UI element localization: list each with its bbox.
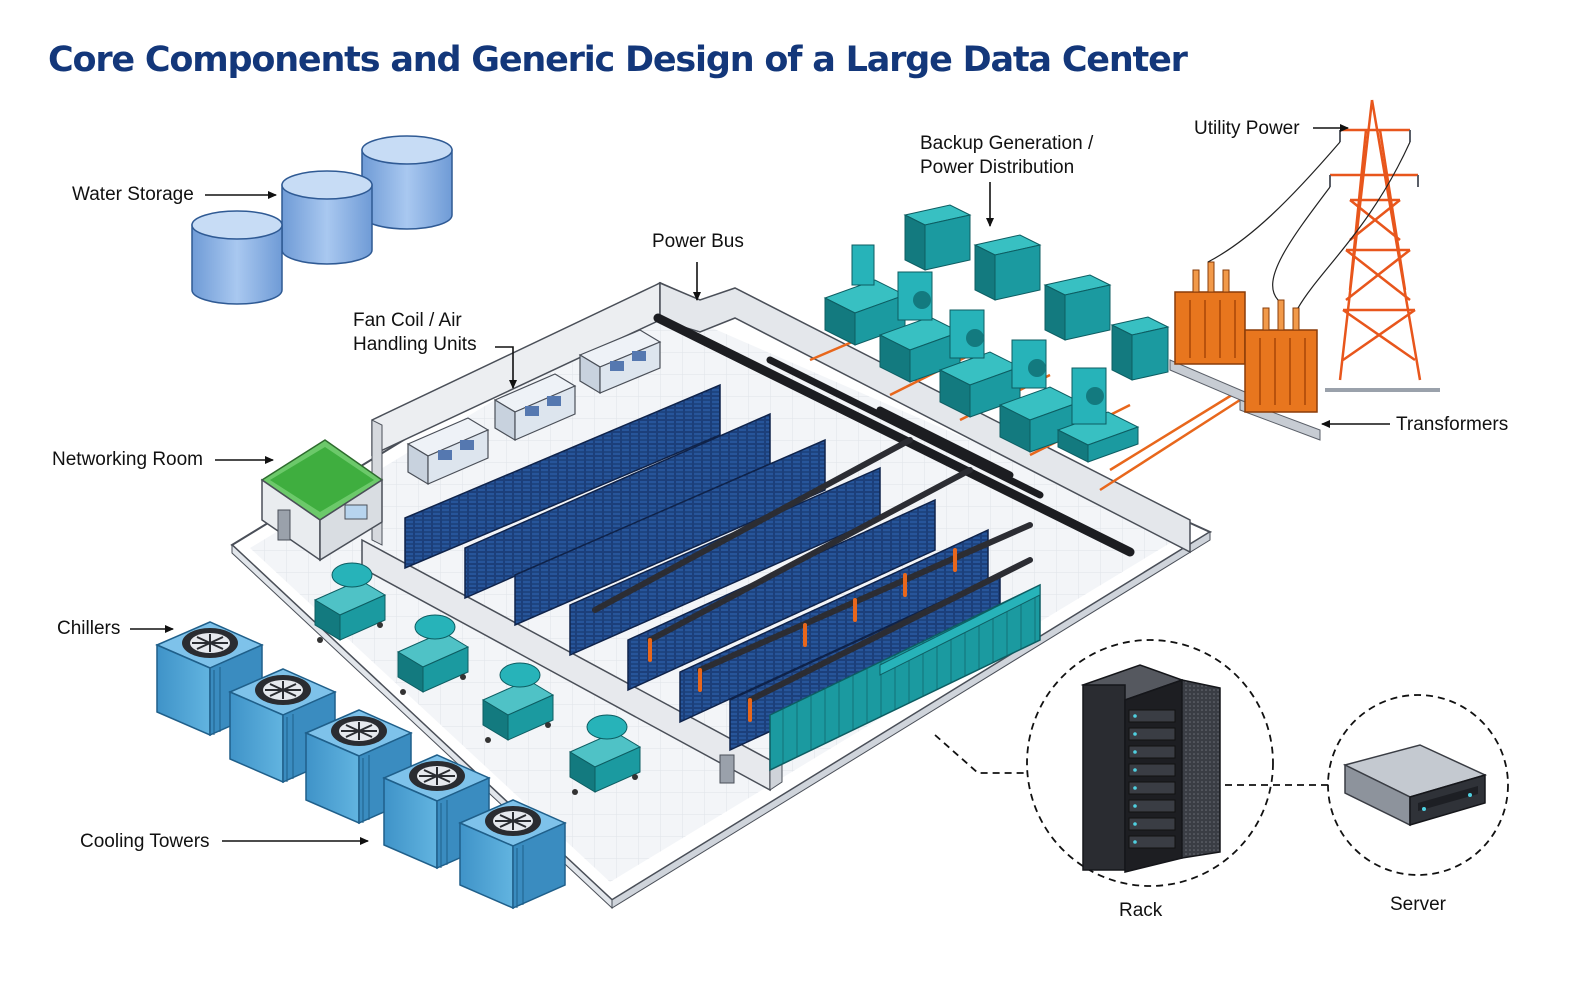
switchgear-cabinet [903, 204, 972, 271]
power-distribution-cabinets [769, 583, 1041, 772]
air-handling-unit [578, 329, 662, 395]
label-rack: Rack [1119, 900, 1163, 921]
transformers [1169, 261, 1321, 441]
networking-room [260, 439, 384, 562]
backup-generators [823, 204, 1170, 463]
air-handling-unit [493, 373, 577, 442]
server-icon [1342, 744, 1488, 827]
generator-unit [1056, 367, 1140, 463]
generator-unit [998, 339, 1082, 453]
door-icon [277, 509, 291, 541]
chiller-unit [481, 662, 555, 743]
transformer-unit [1239, 299, 1321, 441]
label-networking-room: Networking Room [52, 449, 203, 470]
water-tank [361, 135, 453, 230]
water-storage-tanks [191, 135, 453, 305]
label-utility-power: Utility Power [1194, 118, 1300, 139]
server-detail-callout [1225, 694, 1509, 876]
chiller-unit [396, 614, 470, 695]
label-chillers: Chillers [57, 618, 121, 639]
transformer-unit [1169, 261, 1246, 403]
cooling-tower [382, 754, 491, 870]
rack-row [514, 438, 826, 627]
chiller-unit [568, 714, 642, 795]
rack-detail-callout [934, 639, 1274, 887]
label-backup-generation-line1: Backup Generation / [920, 133, 1094, 154]
label-cooling-towers: Cooling Towers [80, 831, 210, 852]
switchgear-cabinet [1043, 274, 1112, 341]
power-bus-network [592, 313, 1135, 722]
cooling-towers [155, 621, 567, 910]
rack-row [404, 383, 721, 570]
label-fan-coil-line1: Fan Coil / Air [353, 310, 462, 331]
door-icon [719, 754, 735, 784]
chillers [313, 562, 642, 795]
generator-unit [938, 309, 1022, 418]
cooling-tower [458, 799, 567, 910]
rack-row [627, 498, 936, 692]
label-fan-coil-line2: Handling Units [353, 334, 477, 355]
power-lines [1207, 141, 1411, 309]
transmission-tower [1325, 99, 1440, 392]
chiller-unit [313, 562, 387, 643]
page-title: Core Components and Generic Design of a … [48, 40, 1188, 80]
label-backup-generation-line2: Power Distribution [920, 157, 1075, 178]
label-server: Server [1390, 894, 1446, 915]
switchgear-cabinet [973, 234, 1042, 301]
label-water-storage: Water Storage [72, 184, 194, 205]
water-tank [191, 210, 283, 305]
fan-coil-units [406, 329, 662, 486]
label-power-bus: Power Bus [652, 231, 744, 252]
water-tank [281, 170, 373, 265]
air-handling-unit [406, 417, 490, 486]
rack-icon [1080, 664, 1221, 873]
arrow-fan-coil [495, 346, 517, 389]
switchgear-cabinet [1110, 316, 1170, 381]
label-transformers: Transformers [1396, 414, 1509, 435]
label-arrows [130, 124, 1390, 845]
